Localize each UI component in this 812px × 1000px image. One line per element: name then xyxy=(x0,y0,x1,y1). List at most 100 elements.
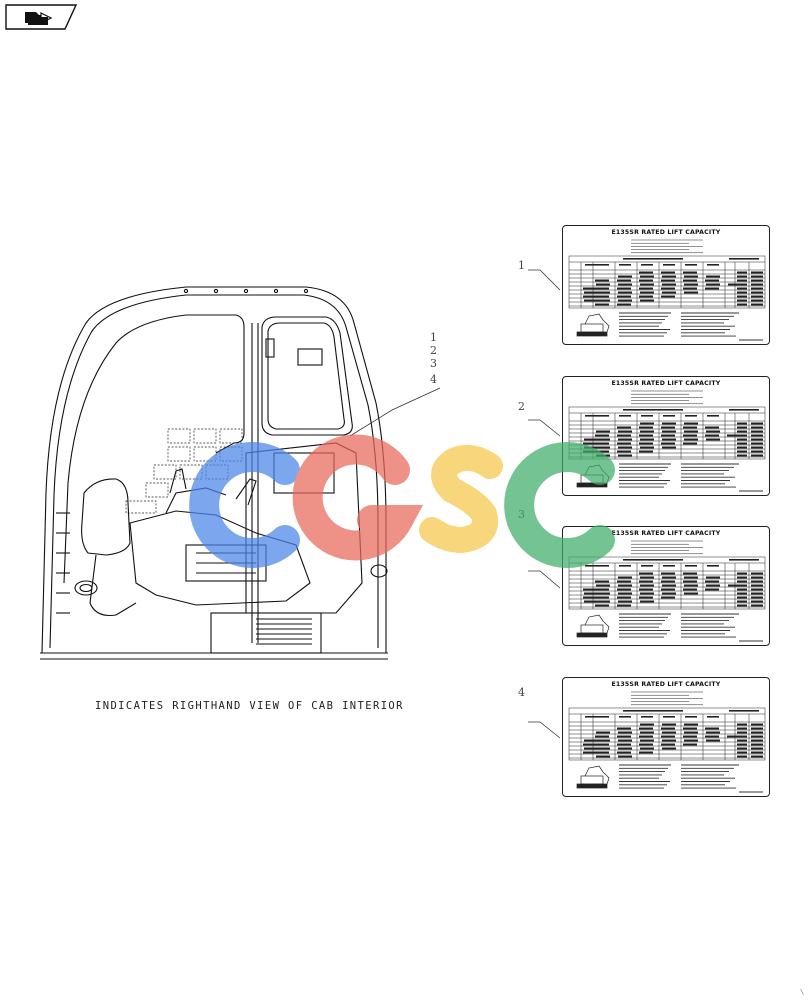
reach-value-cell xyxy=(737,604,747,607)
reach-value-cell xyxy=(751,580,763,583)
callout-number: 2 xyxy=(430,344,437,357)
reach-value-cell xyxy=(737,271,747,274)
table-value-cell xyxy=(705,580,719,583)
reach-value-cell xyxy=(737,295,747,298)
table-value-cell xyxy=(596,430,610,433)
table-value-cell xyxy=(618,755,632,758)
table-value-cell xyxy=(684,731,698,734)
table-value-cell xyxy=(595,279,609,282)
table-values xyxy=(583,258,763,306)
table-value-cell xyxy=(583,596,597,599)
table-value-cell xyxy=(596,454,610,457)
table-value-cell xyxy=(618,299,632,302)
header-label-mark xyxy=(585,716,597,718)
table-value-cell xyxy=(596,291,610,294)
reach-value-cell xyxy=(737,723,747,726)
lift-capacity-table xyxy=(568,691,766,793)
table-value-cell xyxy=(684,739,698,742)
header-label-mark xyxy=(663,565,675,567)
header-label-mark xyxy=(685,415,697,417)
folder-arrow-icon[interactable] xyxy=(5,4,77,30)
table-values xyxy=(583,559,763,607)
table-value-cell xyxy=(596,592,610,595)
callout-number: 3 xyxy=(430,357,437,370)
table-value-cell xyxy=(584,747,598,750)
table-value-cell xyxy=(639,434,653,437)
header-label-mark xyxy=(619,565,631,567)
header-label-mark xyxy=(597,565,609,567)
table-value-cell xyxy=(684,283,698,286)
reach-value-cell xyxy=(737,727,747,730)
table-value-cell xyxy=(639,580,653,583)
header-label-mark xyxy=(663,716,675,718)
table-value-cell xyxy=(595,588,609,591)
table-value-cell xyxy=(595,735,609,738)
reach-value-cell xyxy=(751,291,763,294)
table-value-cell xyxy=(583,588,597,591)
table-value-cell xyxy=(584,438,598,441)
decal-title: E135SR RATED LIFT CAPACITY xyxy=(611,380,721,387)
watermark-letter-s xyxy=(419,444,503,554)
table-value-cell xyxy=(705,735,719,738)
decal-callout-number: 1 xyxy=(518,259,525,272)
table-value-cell xyxy=(639,426,653,429)
table-value-cell xyxy=(618,731,632,734)
table-value-cell xyxy=(640,600,654,603)
reach-value-cell xyxy=(751,584,763,587)
table-value-cell xyxy=(618,291,632,294)
reach-value-cell xyxy=(751,572,763,575)
table-value-cell xyxy=(618,747,632,750)
pictogram-boom xyxy=(584,614,604,626)
table-value-cell xyxy=(705,727,719,730)
table-grid xyxy=(568,390,766,460)
table-value-cell xyxy=(617,434,631,437)
header-label-mark xyxy=(597,415,609,417)
reach-value-cell xyxy=(737,572,747,575)
table-value-cell xyxy=(683,735,697,738)
table-value-cell xyxy=(706,283,720,286)
decal-callout-number: 4 xyxy=(518,686,525,699)
pictogram-body xyxy=(580,775,604,785)
table-value-cell xyxy=(596,283,610,286)
reach-value-cell xyxy=(737,731,747,734)
reach-value-cell xyxy=(751,723,763,726)
reach-value-cell xyxy=(737,596,747,599)
table-grid xyxy=(568,239,766,309)
header-label-mark xyxy=(641,415,653,417)
table-value-cell xyxy=(639,572,653,575)
table-value-cell xyxy=(640,592,654,595)
table-value-cell xyxy=(640,422,654,425)
table-value-cell xyxy=(639,596,653,599)
table-value-cell xyxy=(639,751,653,754)
lift-capacity-table xyxy=(568,390,766,492)
header-label-mark xyxy=(623,559,683,561)
reach-value-cell xyxy=(737,450,747,453)
table-value-cell xyxy=(595,434,609,437)
table-value-cell xyxy=(661,588,675,591)
table-value-cell xyxy=(639,743,653,746)
table-value-cell xyxy=(595,295,609,298)
table-value-cell xyxy=(639,735,653,738)
pictogram-body xyxy=(580,474,604,484)
table-value-cell xyxy=(639,450,653,453)
table-value-cell xyxy=(640,723,654,726)
table-value-cell xyxy=(640,291,654,294)
reach-value-cell xyxy=(737,592,747,595)
table-value-cell xyxy=(640,747,654,750)
table-value-cell xyxy=(684,430,698,433)
header-label-mark xyxy=(597,264,609,266)
reach-value-cell xyxy=(737,735,747,738)
reach-value-cell xyxy=(751,275,763,278)
table-value-cell xyxy=(617,287,631,290)
table-value-cell xyxy=(583,751,597,754)
header-label-mark xyxy=(707,565,719,567)
table-value-cell xyxy=(684,576,698,579)
table-value-cell xyxy=(705,434,719,437)
table-value-cell xyxy=(683,287,697,290)
table-value-cell xyxy=(640,275,654,278)
header-label-mark xyxy=(585,264,597,266)
table-value-cell xyxy=(596,438,610,441)
table-value-cell xyxy=(617,442,631,445)
table-value-cell xyxy=(706,731,720,734)
table-value-cell xyxy=(683,279,697,282)
